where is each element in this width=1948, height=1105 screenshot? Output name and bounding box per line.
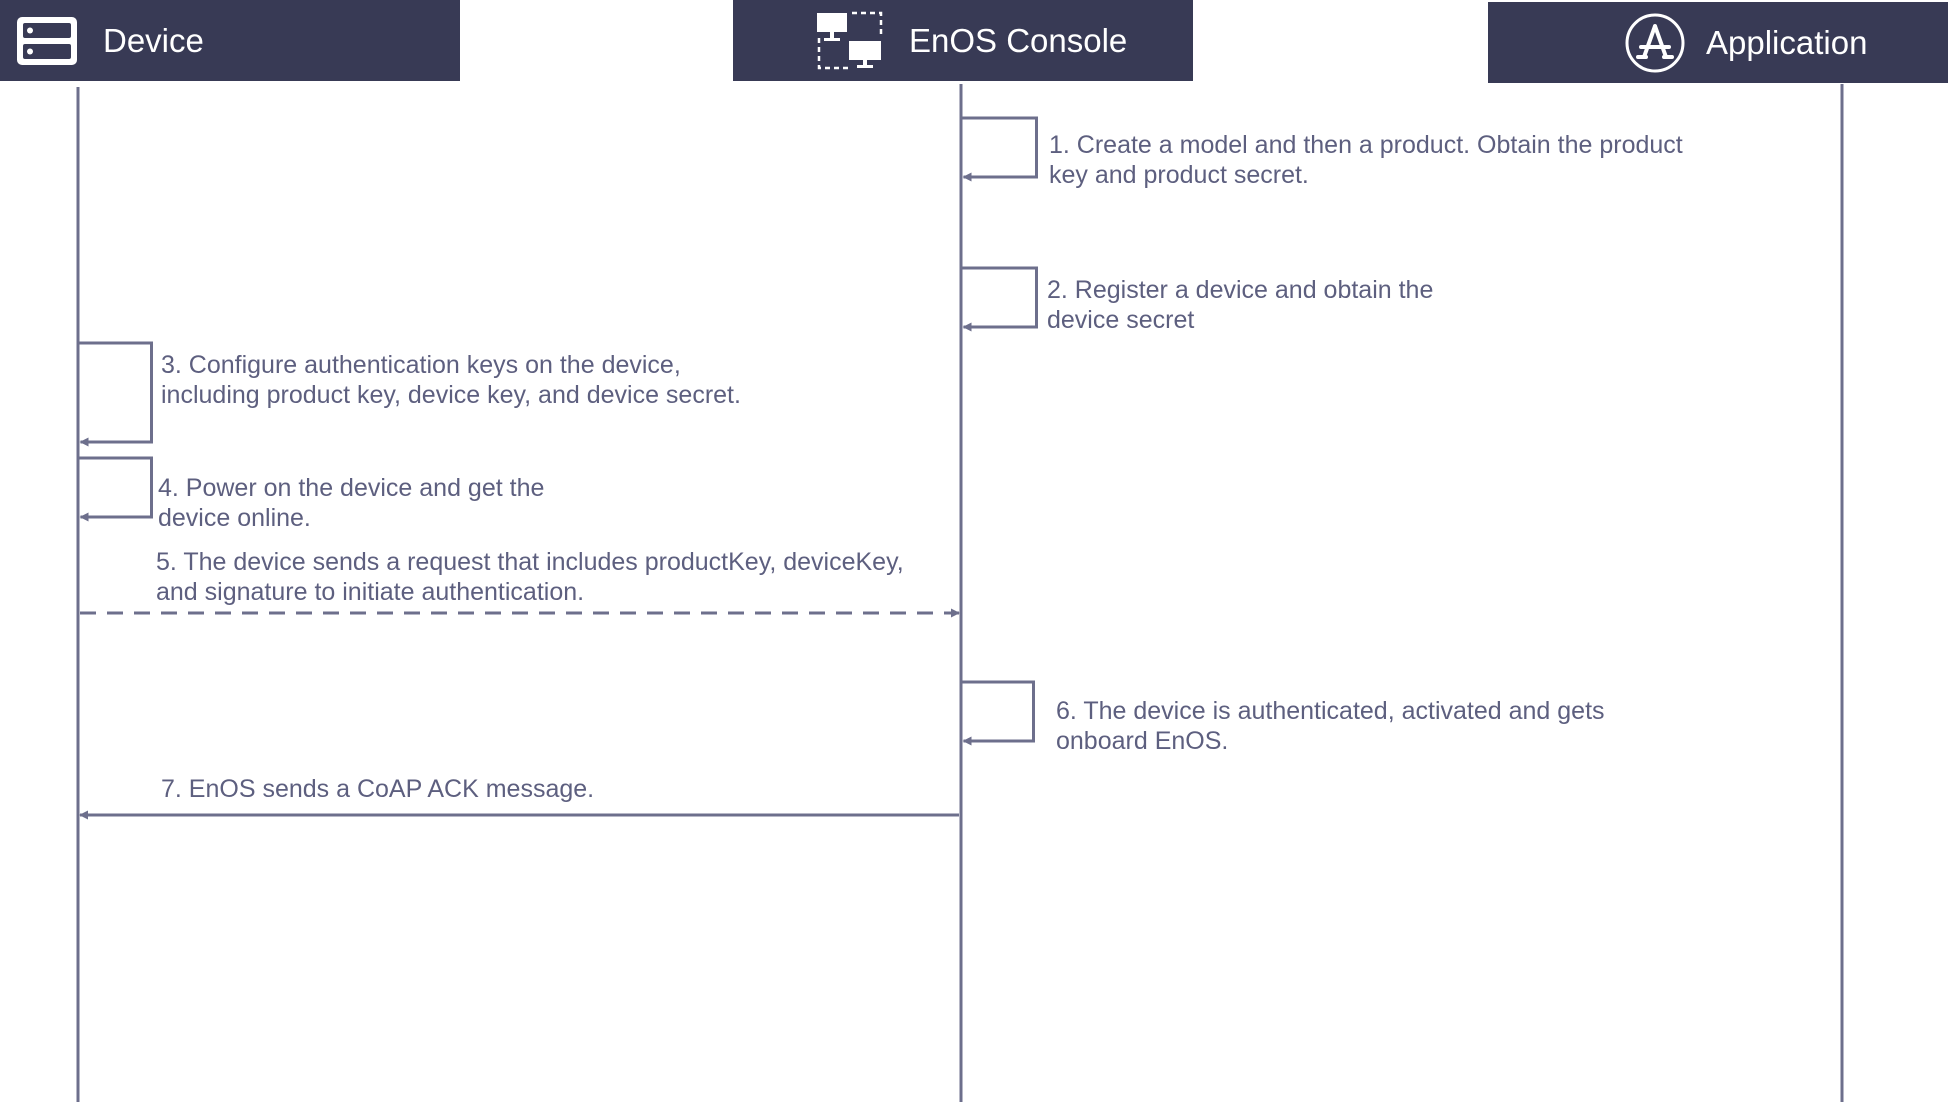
lane-header-console: EnOS Console (733, 0, 1193, 81)
step-5-text-line-2: and signature to initiate authentication… (156, 578, 585, 606)
network-devices-icon (817, 11, 883, 69)
step-2-text-line-1: 2. Register a device and obtain the (1047, 276, 1434, 304)
step-4-arrow (79, 456, 153, 522)
step-1-label: 1. Create a model and then a product. Ob… (1049, 130, 1683, 190)
step-3-label: 3. Configure authentication keys on the … (161, 350, 741, 410)
step-3-text-line-1: 3. Configure authentication keys on the … (161, 351, 681, 379)
step-2-label: 2. Register a device and obtain the devi… (1047, 275, 1433, 335)
lane-title-device: Device (103, 21, 204, 59)
step-7-label: 7. EnOS sends a CoAP ACK message. (161, 774, 594, 804)
step-4-text-line-2: device online. (158, 504, 311, 532)
lane-header-application: Application (1488, 2, 1948, 83)
step-3-arrow (79, 341, 153, 447)
app-store-icon (1625, 13, 1685, 72)
step-6-arrow (962, 680, 1035, 746)
step-3-text-line-2: including product key, device key, and d… (161, 381, 741, 409)
step-6-text-line-2: onboard EnOS. (1056, 727, 1229, 755)
server-icon (17, 16, 77, 65)
step-4-text-line-1: 4. Power on the device and get the (158, 474, 545, 502)
step-2-arrow (962, 266, 1038, 332)
step-5-text-line-1: 5. The device sends a request that inclu… (156, 548, 904, 576)
step-5-label: 5. The device sends a request that inclu… (156, 547, 904, 607)
step-1-text-line-1: 1. Create a model and then a product. Ob… (1049, 131, 1683, 159)
step-1-text-line-2: key and product secret. (1049, 161, 1309, 189)
lane-title-application: Application (1706, 23, 1868, 61)
step-6-text-line-1: 6. The device is authenticated, activate… (1056, 697, 1605, 725)
step-6-label: 6. The device is authenticated, activate… (1056, 696, 1605, 756)
step-1-arrow (962, 116, 1038, 182)
lane-title-console: EnOS Console (909, 21, 1128, 59)
step-7-text-line-1: 7. EnOS sends a CoAP ACK message. (161, 775, 595, 803)
step-4-label: 4. Power on the device and get the devic… (158, 473, 544, 533)
step-2-text-line-2: device secret (1047, 306, 1195, 334)
lane-header-device: Device (0, 0, 460, 81)
